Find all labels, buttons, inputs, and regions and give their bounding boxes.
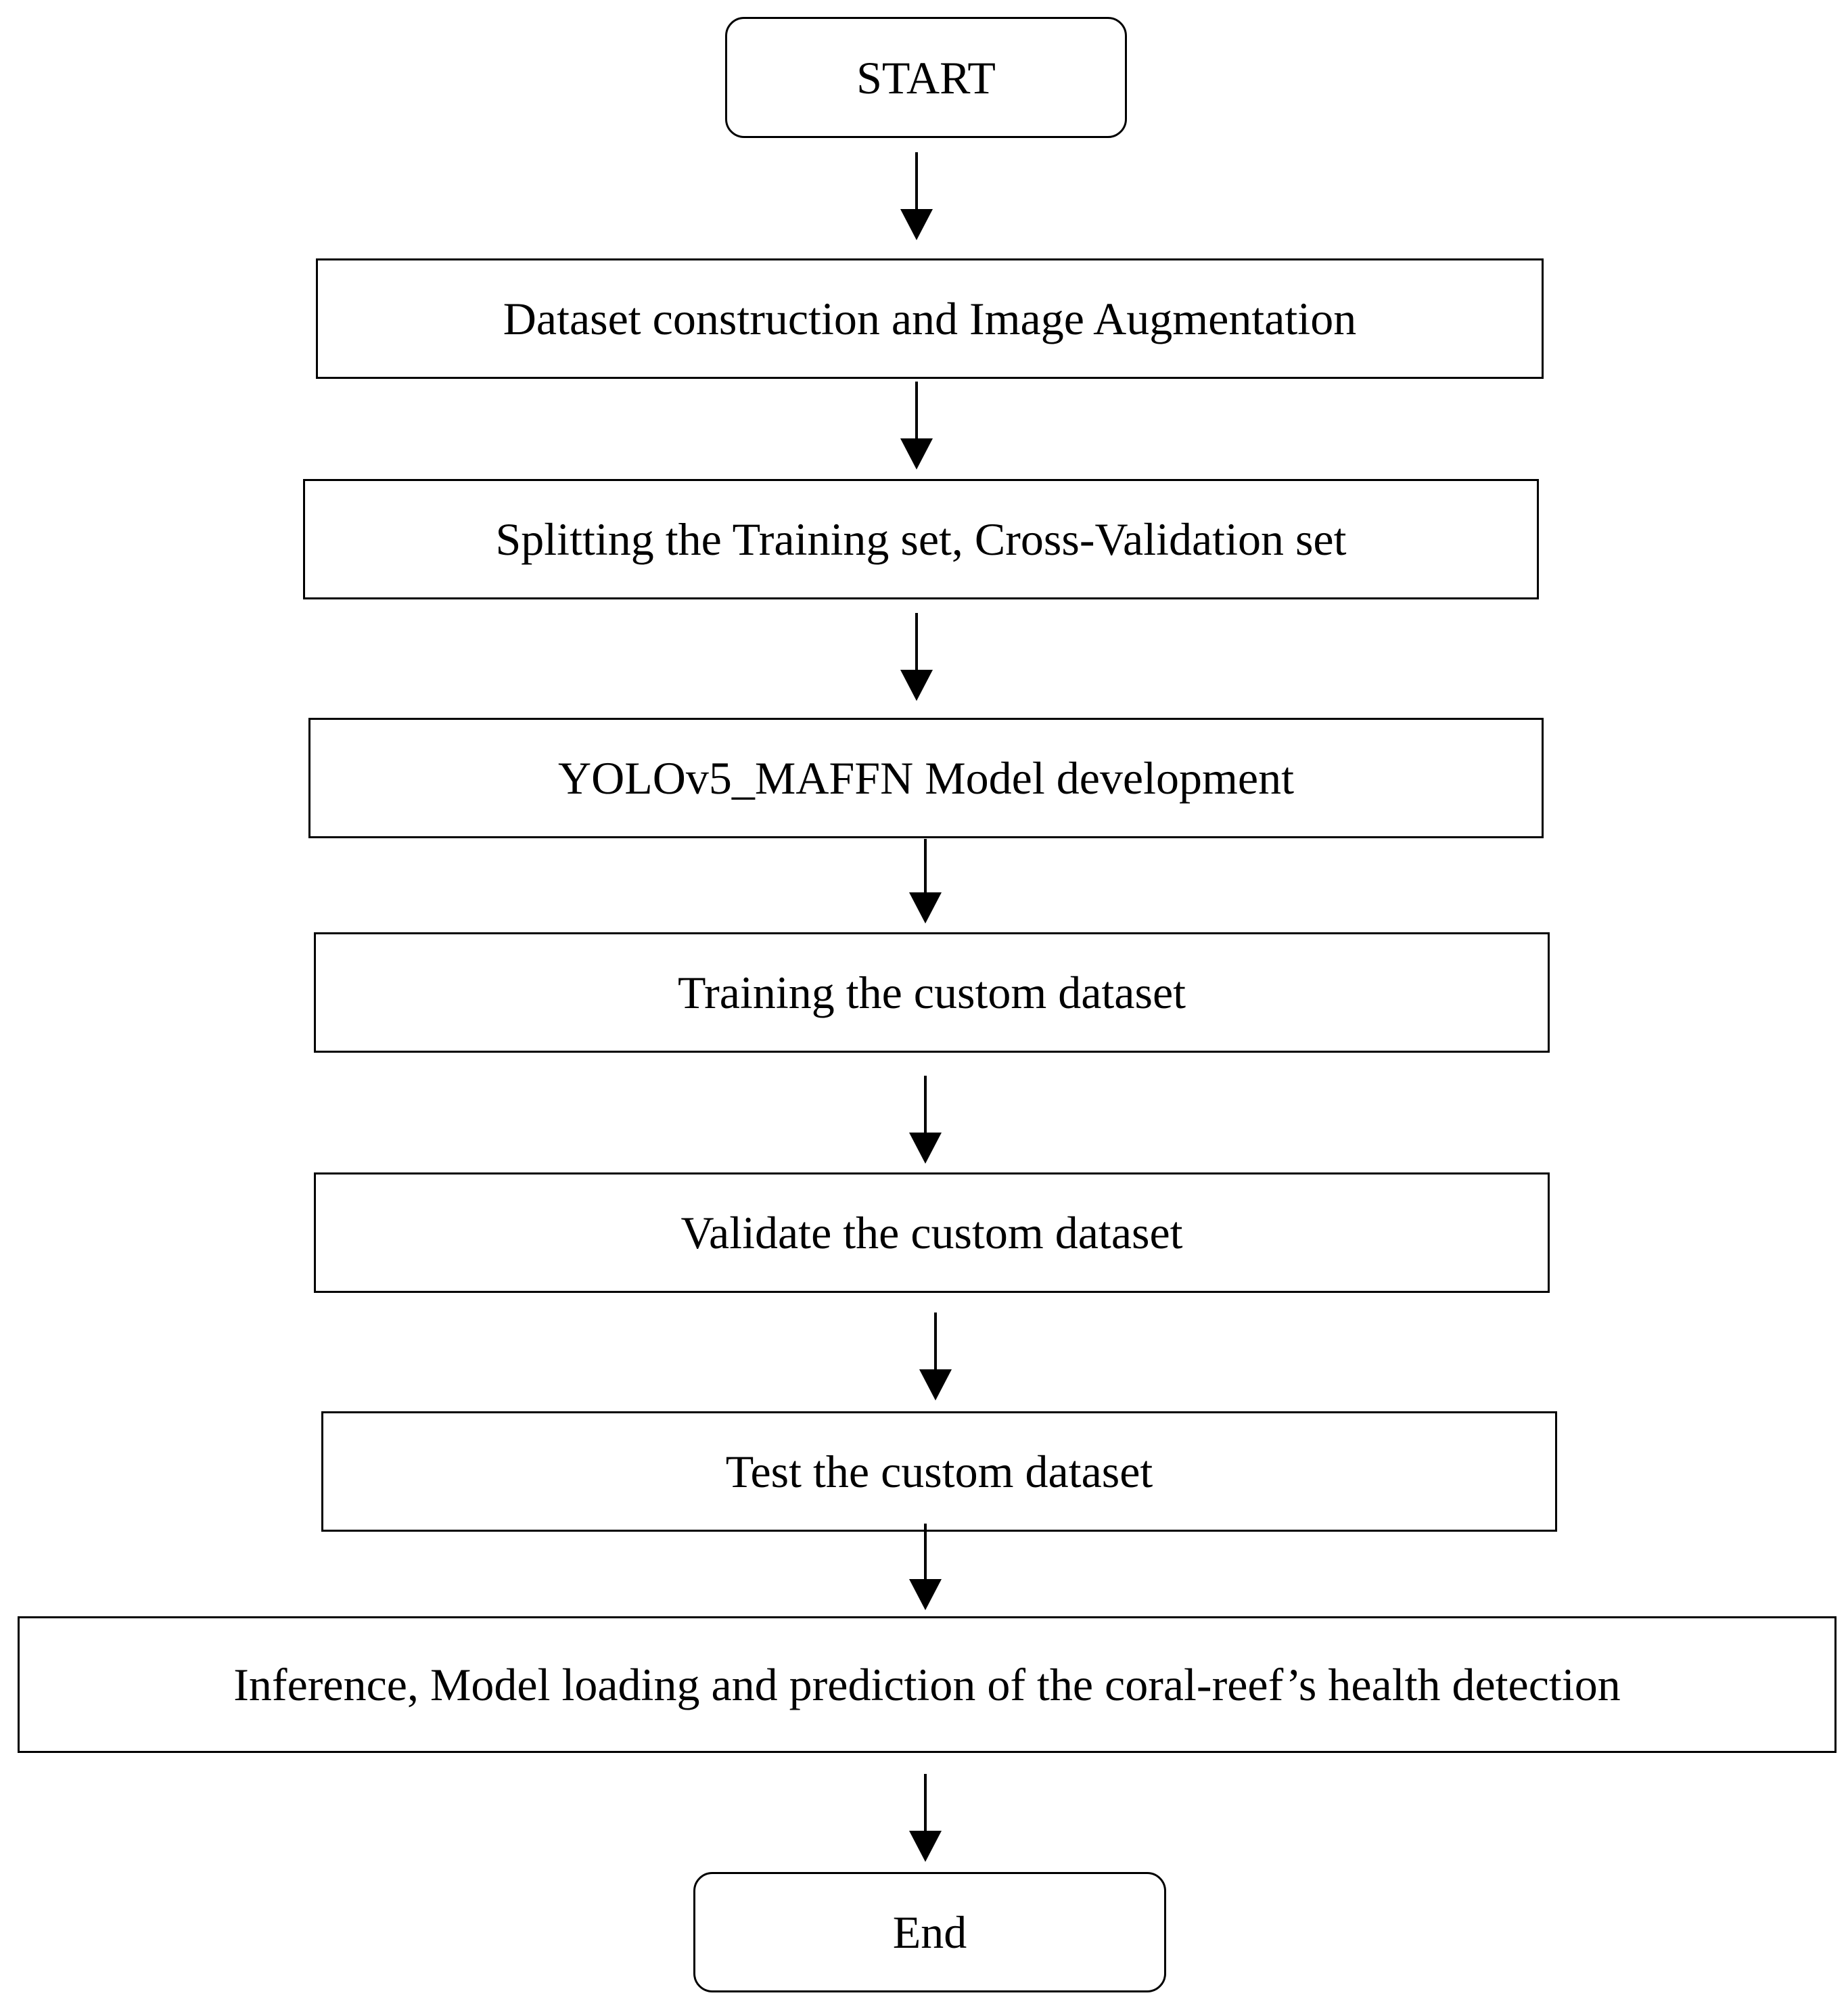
step-1-label: Dataset construction and Image Augmentat…: [503, 293, 1357, 344]
flow-arrow-1: [896, 152, 937, 240]
flow-arrow-3: [896, 613, 937, 701]
step-3-label: YOLOv5_MAFFN Model development: [558, 752, 1294, 804]
flow-arrow-2: [896, 382, 937, 470]
step-training: Training the custom dataset: [314, 932, 1550, 1053]
step-validation: Validate the custom dataset: [314, 1172, 1550, 1293]
step-testing: Test the custom dataset: [321, 1411, 1557, 1532]
start-label: START: [856, 51, 996, 104]
end-label: End: [892, 1907, 967, 1958]
flow-arrow-5: [905, 1076, 946, 1164]
step-4-label: Training the custom dataset: [677, 967, 1186, 1018]
step-dataset-splitting: Splitting the Training set, Cross-Valida…: [303, 479, 1539, 599]
step-dataset-construction: Dataset construction and Image Augmentat…: [316, 258, 1544, 379]
flow-arrow-4: [905, 839, 946, 923]
flow-arrow-7: [905, 1524, 946, 1610]
step-model-development: YOLOv5_MAFFN Model development: [308, 718, 1544, 838]
start-terminal: START: [725, 17, 1127, 138]
flow-arrow-6: [915, 1313, 956, 1400]
step-6-label: Test the custom dataset: [725, 1446, 1153, 1497]
flow-arrow-8: [905, 1774, 946, 1862]
step-7-label: Inference, Model loading and prediction …: [233, 1659, 1621, 1710]
step-inference: Inference, Model loading and prediction …: [18, 1616, 1837, 1753]
end-terminal: End: [693, 1872, 1166, 1992]
step-5-label: Validate the custom dataset: [680, 1207, 1183, 1258]
step-2-label: Splitting the Training set, Cross-Valida…: [495, 514, 1347, 565]
